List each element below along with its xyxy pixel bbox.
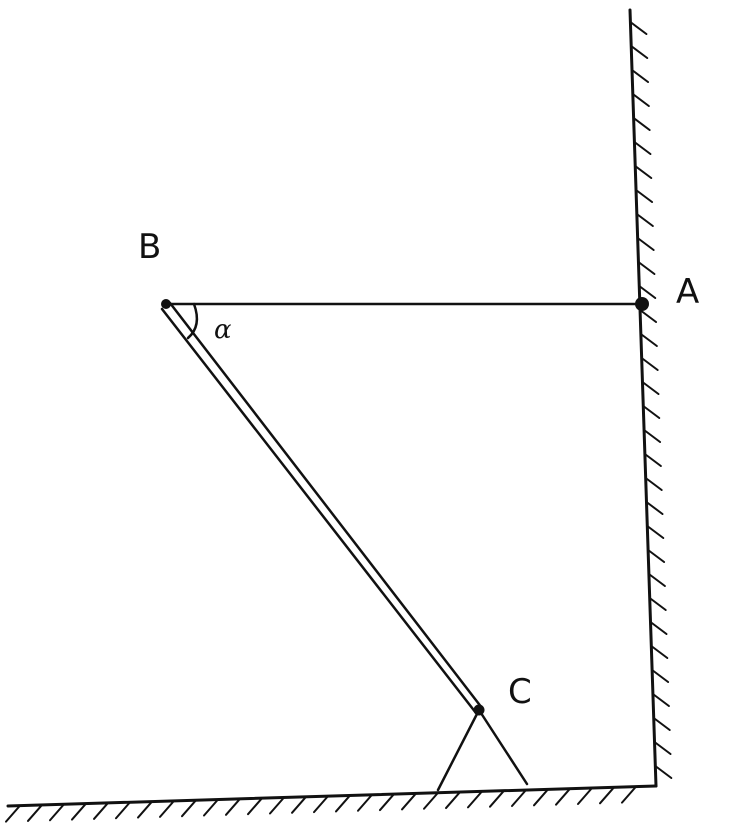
wall-hatching [629,21,673,779]
wall-hatch-mark [652,717,671,731]
ground-hatch-mark [137,800,153,819]
ground-hatch-mark [49,803,65,822]
ground-hatch-mark [115,801,131,820]
wall-hatch-mark [651,669,670,683]
label-c: C [508,672,532,712]
ground-hatch-mark [269,796,285,815]
support-leg-right [477,708,529,786]
pin-support-c [436,708,529,792]
wall-hatch-mark [634,165,653,179]
ground-hatch-mark [159,799,175,818]
joint-c [473,704,485,716]
wall-hatch-mark [642,405,661,419]
ground-hatch-mark [533,788,549,807]
ground-hatch-mark [489,789,505,808]
wall-hatch-mark [635,213,654,227]
rod-bc-edge-right [168,301,484,710]
wall-hatch-mark [644,477,663,491]
wall-hatch-mark [643,453,662,467]
right-wall [628,8,673,788]
wall-hatch-mark [641,381,660,395]
wall-hatch-mark [650,645,669,659]
ground-hatch-mark [467,790,483,809]
wall-hatch-mark [632,117,651,131]
wall-hatch-mark [636,237,655,251]
ground-hatch-mark [599,786,615,805]
label-a: A [676,272,699,312]
label-b: B [138,227,161,267]
wall-hatch-mark [630,45,649,59]
ground-hatch-mark [225,797,241,816]
wall-hatch-mark [646,525,665,539]
wall-hatch-mark [647,549,666,563]
ground-hatch-mark [27,803,43,822]
ground-hatch-mark [247,797,263,816]
wall-hatch-mark [637,261,656,275]
wall-hatch-mark [635,189,654,203]
ground-hatch-mark [5,804,21,823]
wall-hatch-mark [638,285,657,299]
wall-hatch-mark [629,21,648,35]
ground-hatch-mark [313,795,329,814]
support-leg-left [436,708,481,792]
wall-hatch-mark [639,309,658,323]
wall-hatch-mark [654,765,673,779]
ground-hatch-mark [577,786,593,805]
joint-b [161,299,171,309]
ground-hatch-mark [71,802,87,821]
wall-hatch-mark [640,357,659,371]
ground-hatch-mark [423,791,439,810]
wall-hatch-mark [647,573,666,587]
ground-line [6,784,658,808]
rod-bc-edge-left [160,307,478,715]
ground-hatch-mark [511,789,527,808]
rod-bc [160,301,484,715]
wall-hatch-mark [639,333,658,347]
ground-hatch-mark [335,794,351,813]
ground-hatch-mark [379,793,395,812]
wall-hatch-mark [649,621,668,635]
angle-arc [186,302,199,340]
wall-hatch-mark [648,597,667,611]
ground-hatch-mark [621,785,637,804]
ground-hatch-mark [357,793,373,812]
ground [5,784,658,823]
wall-hatch-mark [653,741,672,755]
ground-hatch-mark [93,801,109,820]
ground-hatch-mark [203,798,219,817]
wall-hatch-mark [643,429,662,443]
wall-hatch-mark [645,501,664,515]
ground-hatch-mark [555,787,571,806]
ground-hatch-mark [401,792,417,811]
joint-a [635,297,649,311]
wall-hatch-mark [631,93,650,107]
wall-hatch-mark [651,693,670,707]
wall-line [628,8,658,788]
ground-hatch-mark [181,799,197,818]
ground-hatch-mark [291,795,307,814]
ground-hatching [5,785,637,823]
label-angle-alpha: α [214,315,232,345]
wall-hatch-mark [631,69,650,83]
wall-hatch-mark [633,141,652,155]
ground-hatch-mark [445,791,461,810]
